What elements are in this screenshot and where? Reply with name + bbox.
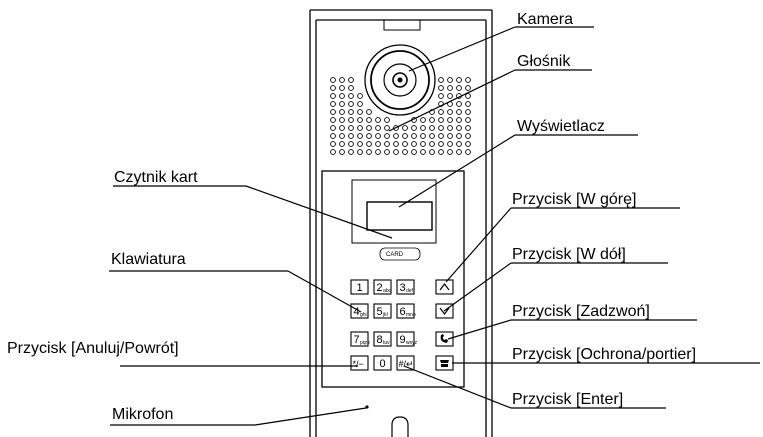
- keypad-key-letters: abc: [383, 288, 392, 294]
- keypad-key-letters: jkl: [382, 312, 388, 318]
- label-kamera: Kamera: [517, 11, 573, 28]
- keypad-key-label: 9: [400, 334, 406, 346]
- keypad-key-letters: tuv: [383, 340, 390, 346]
- label-ochrona: Przycisk [Ochrona/portier]: [512, 346, 696, 363]
- label-zadzwon: Przycisk [Zadzwoń]: [512, 303, 650, 320]
- display-frame: [321, 170, 465, 388]
- keypad-key-letters: wxyz: [406, 340, 418, 346]
- label-klawiatura: Klawiatura: [111, 251, 186, 268]
- keypad-key-letters: pqrs: [360, 340, 370, 346]
- label-glosnik: Głośnik: [517, 53, 571, 70]
- microphone-icon: [365, 405, 369, 409]
- keypad-key-label: 2: [377, 282, 383, 294]
- keypad-key-label: 3: [400, 282, 406, 294]
- down-button[interactable]: [435, 303, 454, 319]
- keypad-key-label: 7: [354, 334, 360, 346]
- guard-button[interactable]: [435, 355, 454, 371]
- intercom-panel: [309, 9, 493, 437]
- label-w-gore: Przycisk [W górę]: [512, 191, 636, 208]
- card-logo-text: CARD: [386, 252, 404, 258]
- call-button[interactable]: [435, 331, 454, 347]
- label-enter: Przycisk [Enter]: [512, 391, 623, 408]
- label-wyswietlacz: Wyświetlacz: [517, 118, 605, 135]
- speaker-grille: [330, 77, 471, 155]
- keypad-key-letters: ghi: [360, 312, 367, 318]
- keypad-key-letters: def: [406, 288, 414, 294]
- label-w-dol: Przycisk [W dół]: [512, 246, 626, 263]
- display-screen: [366, 201, 433, 231]
- keypad-key-letters: mno: [406, 312, 416, 318]
- keypad-key-label: 1: [357, 282, 363, 294]
- label-czytnik-kart: Czytnik kart: [114, 169, 198, 186]
- up-button[interactable]: [435, 279, 454, 295]
- keypad-key-label: 6: [400, 306, 406, 318]
- keypad-key-10[interactable]: */−: [350, 355, 369, 371]
- keypad-key-label: 5: [377, 306, 383, 318]
- keypad-key-label: 0: [380, 358, 386, 370]
- keypad-key-label: 8: [377, 334, 383, 346]
- camera-icon: [364, 44, 436, 116]
- chevron-up-icon: [439, 283, 450, 291]
- keypad-key-label: */−: [353, 359, 364, 369]
- label-mikrofon: Mikrofon: [112, 406, 173, 423]
- mounting-slot: [391, 416, 409, 437]
- card-reader-logo: CARD: [379, 247, 421, 261]
- keypad-key-1[interactable]: 1: [350, 279, 369, 295]
- chevron-down-icon: [439, 307, 450, 315]
- guard-icon: [440, 360, 449, 367]
- keypad-key-label: #/↵: [399, 359, 414, 369]
- leader-lines: [109, 26, 760, 426]
- keypad-key-label: 4: [354, 306, 360, 318]
- phone-icon: [440, 334, 448, 343]
- label-anuluj: Przycisk [Anuluj/Powrót]: [7, 340, 179, 357]
- keypad-key-12[interactable]: #/↵: [396, 355, 415, 371]
- keypad-key-11[interactable]: 0: [373, 355, 392, 371]
